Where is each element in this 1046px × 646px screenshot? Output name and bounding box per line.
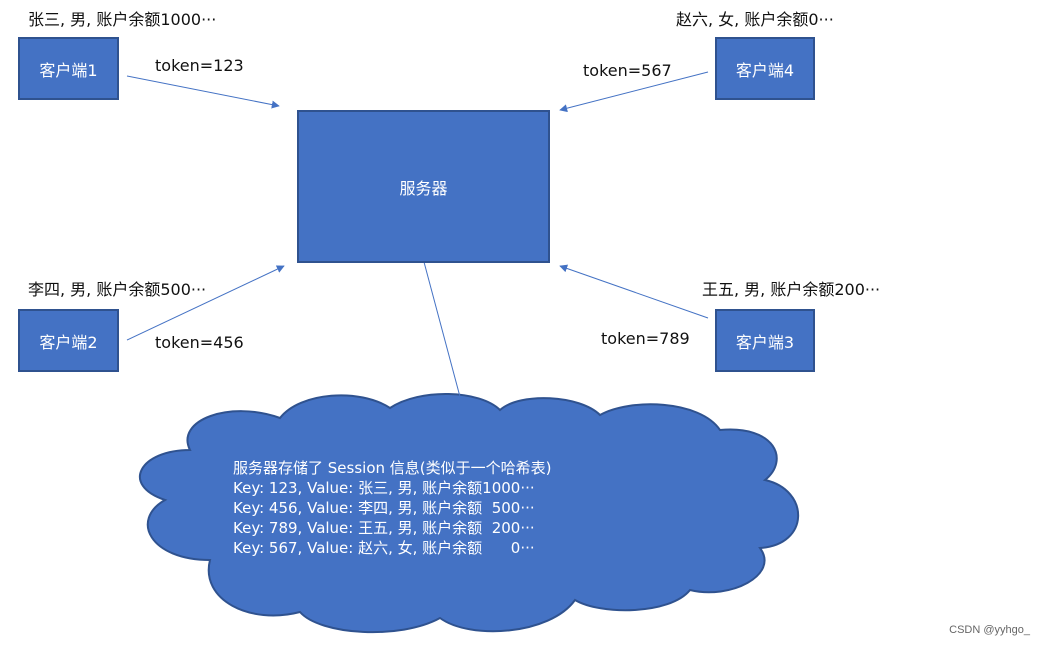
watermark: CSDN @yyhgo_ <box>949 624 1030 636</box>
session-cloud-shape <box>139 393 800 634</box>
session-line: Key: 567, Value: 赵六, 女, 账户余额 0··· <box>233 539 535 557</box>
session-line: Key: 123, Value: 张三, 男, 账户余额1000··· <box>233 479 535 497</box>
session-description: 服务器存储了 Session 信息(类似于一个哈希表) Key: 123, Val… <box>233 458 551 558</box>
session-line: Key: 456, Value: 李四, 男, 账户余额 500··· <box>233 499 535 517</box>
client2-box: 客户端2 <box>18 309 119 372</box>
client1-info: 张三, 男, 账户余额1000··· <box>28 10 217 29</box>
client1-token: token=123 <box>155 56 244 75</box>
client3-token: token=789 <box>601 329 690 348</box>
session-title: 服务器存储了 Session 信息(类似于一个哈希表) <box>233 459 552 477</box>
client3-box: 客户端3 <box>715 309 815 372</box>
client2-info: 李四, 男, 账户余额500··· <box>28 280 207 299</box>
client1-box: 客户端1 <box>18 37 119 100</box>
client2-token: token=456 <box>155 333 244 352</box>
client4-box: 客户端4 <box>715 37 815 100</box>
client1-label: 客户端1 <box>39 60 98 80</box>
client2-label: 客户端2 <box>39 332 98 352</box>
client3-label: 客户端3 <box>735 332 795 352</box>
connector-server-cloud <box>423 261 464 409</box>
arrow-client4-server <box>559 71 709 113</box>
client3-info: 王五, 男, 账户余额200··· <box>702 280 881 299</box>
server-label: 服务器 <box>399 178 448 198</box>
arrow-client2-server <box>126 265 285 341</box>
client4-token: token=567 <box>583 61 672 80</box>
client4-label: 客户端4 <box>735 60 795 80</box>
server-box: 服务器 <box>297 110 550 263</box>
session-line: Key: 789, Value: 王五, 男, 账户余额 200··· <box>233 519 535 537</box>
client4-info: 赵六, 女, 账户余额0··· <box>676 10 834 29</box>
arrow-client3-server <box>559 264 709 319</box>
arrow-client1-server <box>126 75 280 109</box>
